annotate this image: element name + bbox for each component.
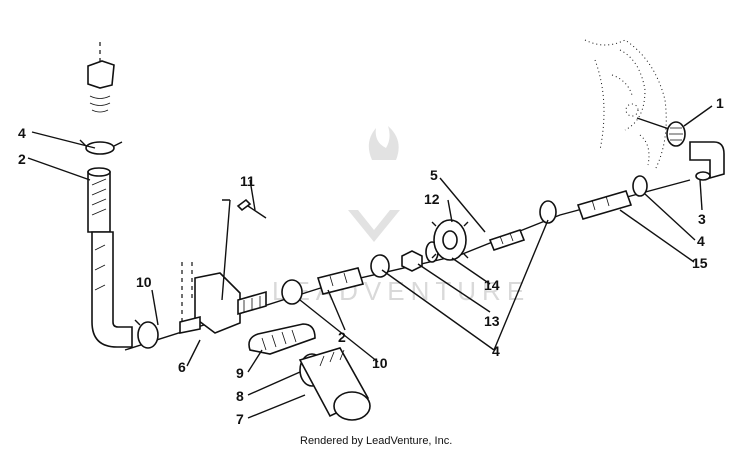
callout-10-left: 10	[136, 274, 152, 290]
callout-14: 14	[484, 277, 500, 293]
part-5-fitting	[488, 229, 526, 251]
part-10-clamp-left	[134, 319, 159, 349]
callout-8: 8	[236, 388, 244, 404]
leader-lines	[27, 105, 713, 419]
callout-6: 6	[178, 359, 186, 375]
callout-13: 13	[484, 313, 500, 329]
callout-7: 7	[236, 411, 244, 427]
watermark-logo	[348, 126, 400, 242]
callout-2-left: 2	[18, 151, 26, 167]
callout-9: 9	[236, 365, 244, 381]
part-15-hose-right	[576, 190, 633, 220]
callout-11: 11	[240, 173, 255, 189]
engine-outline	[584, 39, 667, 171]
part-2-hose-short	[316, 267, 365, 295]
part-9-filter-element	[248, 323, 316, 355]
top-fitting	[87, 40, 115, 113]
part-1-screen	[666, 121, 686, 147]
callout-15: 15	[692, 255, 708, 271]
part-7-filter-bowl	[298, 347, 371, 421]
part-11-screw	[236, 198, 267, 219]
callout-5: 5	[430, 167, 438, 183]
callout-3: 3	[698, 211, 706, 227]
callout-2-mid: 2	[338, 329, 346, 345]
callout-4-right: 4	[697, 233, 705, 249]
part-4-clamp-right	[539, 200, 557, 224]
part-6-valve	[179, 199, 267, 334]
part-4-clamp-far-right	[632, 175, 648, 197]
part-4-clamp-left	[79, 139, 123, 155]
callout-4-bottom: 4	[492, 343, 500, 359]
part-10-clamp-mid	[281, 279, 303, 305]
part-12-pump	[431, 219, 469, 261]
callout-4-left: 4	[18, 125, 26, 141]
callout-12: 12	[424, 191, 440, 207]
part-2-hose-vertical	[87, 167, 133, 348]
credit-text: Rendered by LeadVenture, Inc.	[300, 435, 452, 447]
part-13-nut	[401, 250, 423, 272]
callout-1: 1	[716, 95, 724, 111]
callout-10-mid: 10	[372, 355, 388, 371]
part-3-elbow	[689, 141, 725, 181]
